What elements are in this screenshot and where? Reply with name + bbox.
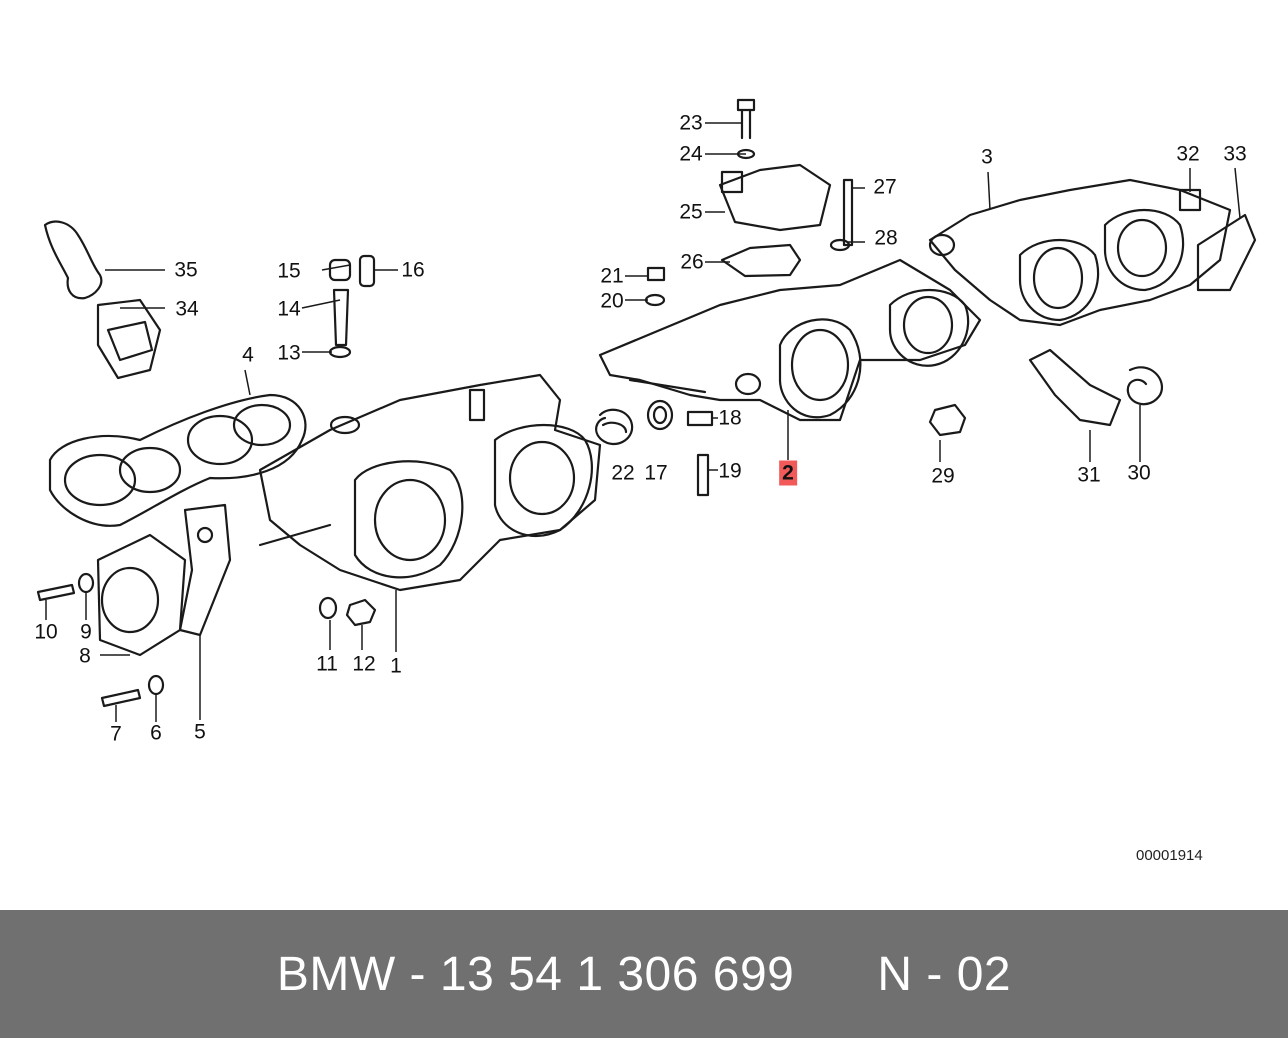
bolt-part-23	[736, 98, 756, 140]
footer-text-row: BMW - 13 54 1 306 699 N - 02	[0, 910, 1288, 1038]
bolt-part-10	[36, 583, 76, 602]
part-label-5[interactable]: 5	[194, 720, 206, 744]
screw-part-14	[332, 288, 350, 347]
part-label-31[interactable]: 31	[1077, 463, 1101, 487]
part-label-13[interactable]: 13	[277, 341, 301, 365]
part-number-footer: BMW - 13 54 1 306 699 N - 02	[0, 910, 1288, 1038]
part-label-17[interactable]: 17	[644, 461, 668, 485]
part-label-16[interactable]: 16	[401, 258, 425, 282]
part-label-25[interactable]: 25	[679, 200, 703, 224]
gasket-part-26	[720, 243, 802, 278]
part-label-1[interactable]: 1	[390, 654, 402, 678]
washer-part-28	[829, 238, 851, 252]
variant-text: N - 02	[877, 947, 1012, 1001]
nut-part-29	[928, 403, 967, 437]
diagram-reference-code: 00001914	[1136, 847, 1203, 864]
part-label-9[interactable]: 9	[80, 620, 92, 644]
part-label-7[interactable]: 7	[110, 722, 122, 746]
part-number-text: BMW - 13 54 1 306 699	[276, 947, 795, 1001]
cap-part-15	[328, 258, 352, 282]
bracket-part-5	[178, 503, 232, 637]
lever-part-31	[1028, 348, 1122, 427]
part-label-14[interactable]: 14	[277, 297, 301, 321]
diagram-drawing	[36, 98, 1257, 722]
bolt-part-7	[100, 688, 142, 708]
part-label-4[interactable]: 4	[242, 343, 254, 367]
lever-part-35	[43, 220, 103, 300]
throttle-body-part-2	[598, 258, 982, 422]
nut-part-21	[646, 266, 666, 282]
part-label-18[interactable]: 18	[718, 406, 742, 430]
part-label-29[interactable]: 29	[931, 464, 955, 488]
part-label-3[interactable]: 3	[981, 145, 993, 169]
washer-part-11	[318, 596, 338, 620]
part-label-21[interactable]: 21	[600, 264, 624, 288]
bushing-part-17	[646, 399, 674, 431]
throttle-body-part-3	[928, 178, 1232, 327]
nut-part-12	[345, 598, 377, 627]
leader-lines	[45, 122, 1241, 722]
bolt-part-19	[696, 453, 710, 497]
part-label-32[interactable]: 32	[1176, 142, 1200, 166]
part-label-11[interactable]: 11	[316, 652, 338, 676]
pin-part-16	[358, 254, 376, 288]
sensor-part-34	[96, 298, 162, 380]
part-label-34[interactable]: 34	[175, 297, 199, 321]
part-label-26[interactable]: 26	[680, 250, 704, 274]
stud-part-27	[842, 178, 854, 247]
part-label-10[interactable]: 10	[34, 620, 58, 644]
spring-part-30	[1126, 366, 1163, 406]
part-label-8[interactable]: 8	[79, 644, 91, 668]
washer-part-13	[328, 345, 352, 359]
part-label-27[interactable]: 27	[873, 175, 897, 199]
part-label-30[interactable]: 30	[1127, 461, 1151, 485]
part-label-6[interactable]: 6	[150, 721, 162, 745]
washer-part-6	[147, 674, 165, 696]
part-label-15[interactable]: 15	[277, 259, 301, 283]
clip-part-18	[686, 410, 714, 427]
part-label-23[interactable]: 23	[679, 111, 703, 135]
part-label-19[interactable]: 19	[718, 459, 742, 483]
part-label-20[interactable]: 20	[600, 289, 624, 313]
footer-spacer	[794, 947, 877, 1002]
washer-part-9	[77, 572, 95, 594]
part-label-12[interactable]: 12	[352, 652, 376, 676]
part-label-2-highlighted[interactable]: 2	[779, 460, 797, 486]
part-label-28[interactable]: 28	[874, 226, 898, 250]
sensor-part-8	[96, 533, 187, 657]
part-label-33[interactable]: 33	[1223, 142, 1247, 166]
part-label-22[interactable]: 22	[611, 461, 635, 485]
washer-part-20	[644, 293, 666, 307]
part-label-24[interactable]: 24	[679, 142, 703, 166]
bracket-part-33	[1196, 213, 1257, 292]
cover-part-25	[718, 163, 832, 232]
exploded-parts-diagram: 1 2 3 4 5 6 7 8 9 10 11 12 13 14 15 16 1…	[34, 98, 1257, 864]
part-label-35[interactable]: 35	[174, 258, 198, 282]
throttle-body-part-1	[258, 373, 602, 592]
spring-part-22	[595, 408, 634, 446]
gasket-part-4	[48, 393, 307, 527]
